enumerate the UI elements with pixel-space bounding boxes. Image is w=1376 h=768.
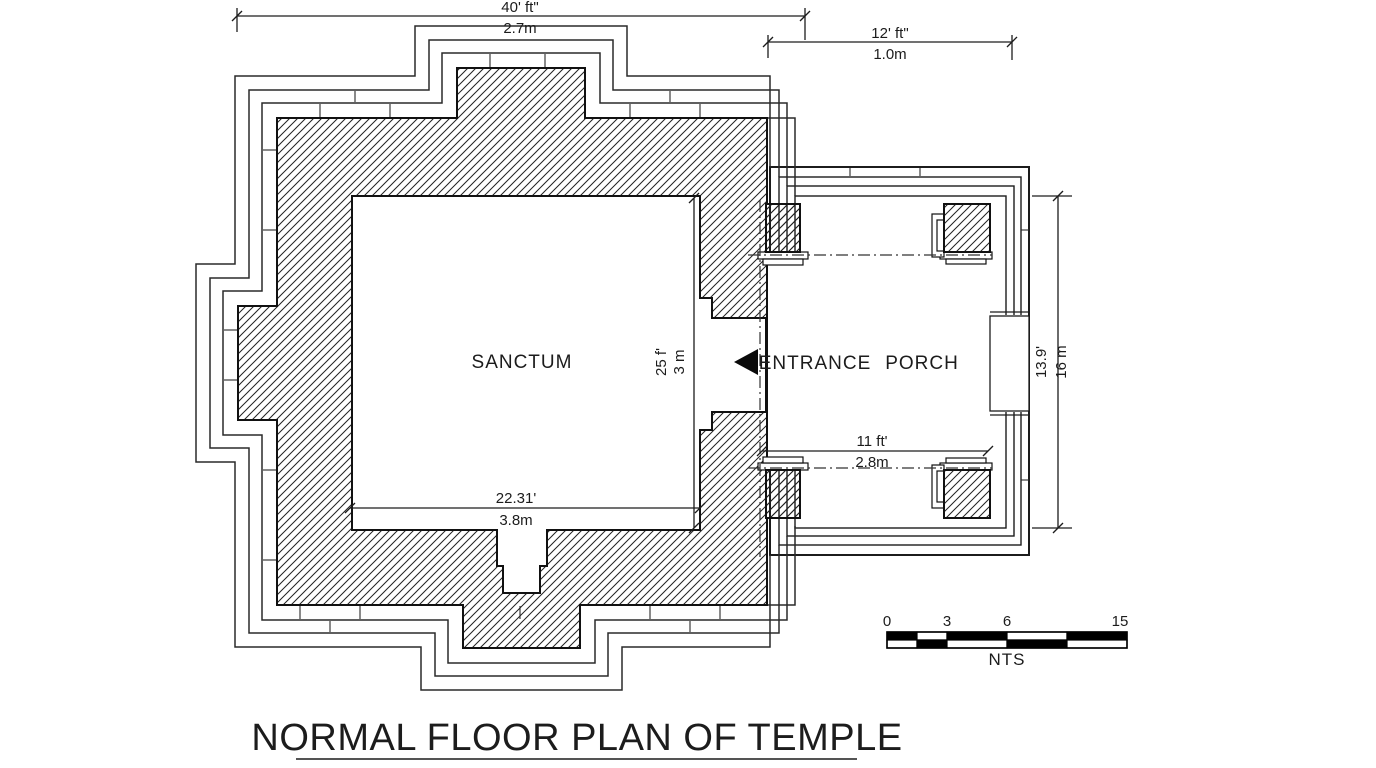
dimension-sanctum-width: 22.31' 3.8m <box>344 490 706 529</box>
porch-pillars <box>757 203 993 519</box>
temple-plinth-outlines <box>195 25 796 691</box>
scale-tick-6: 6 <box>1003 613 1011 630</box>
drawing-title: NORMAL FLOOR PLAN OF TEMPLE <box>251 717 902 759</box>
dimension-sanctum-height: 25 f' 3 m <box>653 192 700 534</box>
dim-sanctumh-m: 3 m <box>671 349 688 374</box>
sanctum-label: SANCTUM <box>472 352 573 373</box>
dim-porchtop-m: 1.0m <box>873 46 906 63</box>
temple-wall-mass <box>237 67 801 649</box>
dim-overall-ft: 40' ft" <box>501 0 538 16</box>
porch-window <box>989 311 1030 416</box>
scale-bar: 0 3 6 15 NTS <box>883 613 1129 669</box>
dim-porchright-m: 16 m <box>1053 345 1070 378</box>
entrance-arrow-icon <box>734 349 758 375</box>
pillar-top-left <box>765 203 801 253</box>
dim-sanctumw-ft: 22.31' <box>496 490 537 507</box>
dim-overall-m: 2.7m <box>503 20 536 37</box>
scale-nts-label: NTS <box>989 650 1026 669</box>
pillar-bottom-right <box>943 469 991 519</box>
dimension-porch-inner: 11 ft' 2.8m <box>756 433 994 471</box>
scale-tick-15: 15 <box>1112 613 1129 630</box>
drawing-title-block: NORMAL FLOOR PLAN OF TEMPLE <box>251 717 902 760</box>
pillar-shafts <box>765 203 991 519</box>
dimension-porch-right: 13.9' 16 m <box>1032 190 1072 534</box>
entrance-label: ENTRANCE <box>759 353 872 374</box>
dimension-porch-top: 12' ft" 1.0m <box>762 25 1018 63</box>
dim-sanctumw-m: 3.8m <box>499 512 532 529</box>
dim-porchtop-ft: 12' ft" <box>871 25 908 42</box>
dim-porchinner-m: 2.8m <box>855 454 888 471</box>
scale-tick-3: 3 <box>943 613 951 630</box>
porch-label: PORCH <box>885 353 959 374</box>
dim-porchright-ft: 13.9' <box>1033 346 1050 378</box>
porch-left-opening <box>768 254 801 468</box>
masonry-joint-ticks <box>224 54 1029 632</box>
pillar-top-right <box>943 203 991 253</box>
dim-porchinner-ft: 11 ft' <box>857 433 888 450</box>
scale-tick-0: 0 <box>883 613 891 630</box>
dimension-overall-top: 40' ft" 2.7m <box>231 0 811 40</box>
pillar-bottom-left <box>765 469 801 519</box>
room-labels: SANCTUM ENTRANCE PORCH <box>472 352 959 374</box>
centre-lines <box>748 200 992 557</box>
dim-sanctumh-ft: 25 f' <box>653 348 670 376</box>
